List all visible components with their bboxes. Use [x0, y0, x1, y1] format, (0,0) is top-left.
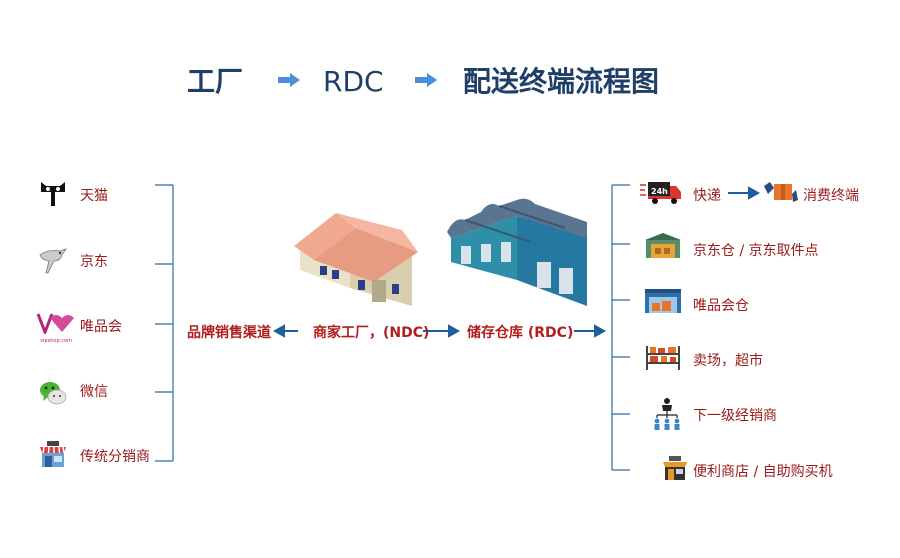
- jd-warehouse-icon: [645, 233, 681, 258]
- shelves-icon: [646, 346, 680, 370]
- convenience-store-icon: [663, 456, 687, 480]
- vip-logo-text: vipshop.com: [40, 338, 72, 344]
- truck-badge-text: 24h: [651, 187, 668, 196]
- channel-label-jd: 京东: [80, 254, 108, 270]
- channel-label-distributor: 传统分销商: [80, 449, 150, 465]
- rdc-warehouse-illustration: [447, 198, 587, 306]
- delivery-truck-icon: 24h: [640, 182, 681, 204]
- title-arrow-2: [415, 73, 437, 87]
- title-terminal: 配送终端流程图: [463, 65, 660, 98]
- terminal-label-vip-warehouse: 唯品会仓: [693, 298, 749, 314]
- channel-label-vip: 唯品会: [80, 319, 122, 335]
- vip-warehouse-icon: [645, 289, 681, 313]
- brand-channel-label: 品牌销售渠道: [187, 325, 271, 341]
- terminal-label-express: 快递: [693, 188, 721, 204]
- storefront-icon: [40, 441, 66, 467]
- terminal-label-distributor: 下一级经销商: [693, 408, 777, 424]
- title-arrow-1: [278, 73, 300, 87]
- jd-dog-icon: [39, 248, 67, 274]
- factory-ndc-label: 商家工厂，(NDC): [313, 325, 430, 341]
- channel-label-tmall: 天猫: [80, 188, 108, 204]
- channel-label-wechat: 微信: [80, 384, 108, 400]
- warehouse-rdc-label: 储存仓库 (RDC): [467, 325, 574, 341]
- tmall-cat-icon: [41, 182, 65, 206]
- wechat-icon: [40, 382, 67, 405]
- terminal-label-supermarket: 卖场，超市: [693, 353, 763, 369]
- factory-building-illustration: [294, 213, 418, 306]
- distributor-hierarchy-icon: [654, 398, 680, 430]
- title-rdc: RDC: [323, 65, 384, 98]
- vip-logo-icon: vipshop.com: [36, 312, 76, 344]
- terminal-label-consumer: 消费终端: [803, 188, 859, 204]
- consumer-box-icon: [764, 182, 798, 202]
- title-factory: 工厂: [187, 65, 244, 98]
- terminal-label-convenience-store: 便利商店 / 自助购买机: [693, 464, 833, 480]
- terminal-label-jd-warehouse: 京东仓 / 京东取件点: [693, 243, 819, 259]
